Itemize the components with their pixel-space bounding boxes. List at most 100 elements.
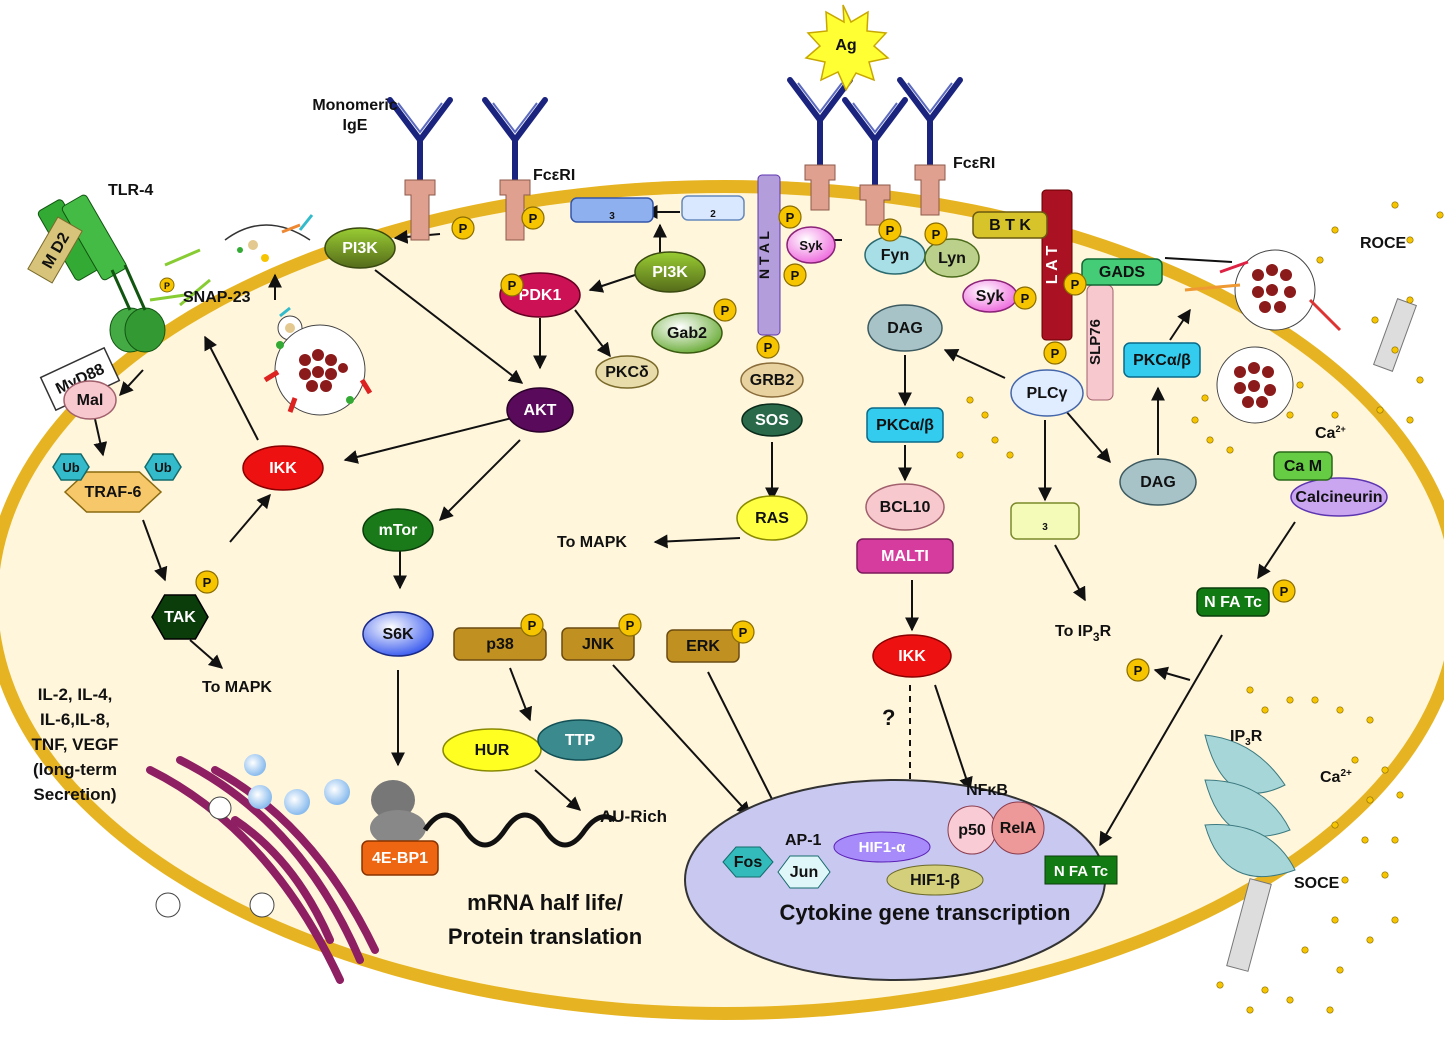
calcineurin: Calcineurin	[1290, 477, 1388, 517]
calcium-ion	[1286, 696, 1294, 704]
translation-line-1: mRNA half life/	[467, 890, 623, 915]
to-ip3r-label: To IP3R	[1055, 623, 1112, 644]
btk: B T K	[972, 211, 1048, 239]
to-mapk-left: To MAPK	[202, 679, 272, 696]
cytokine-line-1: IL-2, IL-4,	[38, 685, 113, 704]
cytokine-caption: IL-2, IL-4, IL-6,IL-8, TNF, VEGF (long-t…	[32, 685, 119, 804]
dag-top: DAG	[867, 304, 943, 352]
unknown-link-mark: ?	[882, 705, 895, 730]
phospho-2: P	[521, 206, 545, 230]
phospho-label: P	[459, 221, 468, 236]
traf6-label: TRAF-6	[85, 484, 142, 501]
calcium-ion	[1371, 316, 1379, 324]
phospho-15: P	[618, 613, 642, 637]
antigen-label: Ag	[835, 37, 856, 54]
phospho-label: P	[786, 210, 795, 225]
cytokine-line-4: (long-term	[33, 760, 117, 779]
signaling-nodes: PI3KPI3KPDK1PKCδGab2AKTIKKmTorS6KGRB2SOS…	[39, 195, 1388, 876]
grb2: GRB2	[740, 362, 804, 398]
calcium-ion	[1351, 756, 1359, 764]
syk-lat: Syk	[962, 279, 1018, 313]
phospho-14: P	[520, 613, 544, 637]
phospho-label: P	[1051, 346, 1060, 361]
erk-label: ERK	[686, 638, 720, 655]
ip3r-label: IP3R	[1230, 728, 1263, 748]
ikk-center: IKK	[872, 634, 952, 678]
hif1b-label: HIF1-β	[910, 872, 960, 889]
calcium-ion	[1316, 256, 1324, 264]
mal-label: Mal	[77, 392, 104, 409]
calcium-ion	[1326, 1006, 1334, 1014]
mal: Mal	[63, 380, 117, 420]
pkc-ab-right: PKCα/β	[1123, 342, 1201, 378]
phospho-label: P	[739, 625, 748, 640]
ige-antibodies	[387, 77, 963, 188]
phospho-label: P	[791, 268, 800, 283]
traf6: TRAF-6	[63, 471, 163, 513]
dag-bottom: DAG	[1119, 458, 1197, 506]
ttp-label: TTP	[565, 732, 596, 749]
ca2-label-bottom: Ca2+	[1320, 768, 1352, 786]
calcium-ion	[1336, 966, 1344, 974]
mtor: mTor	[362, 508, 434, 552]
jnk-label: JNK	[582, 636, 614, 653]
calcium-ion	[1246, 686, 1254, 694]
calcium-ion	[1416, 376, 1424, 384]
tlr4-receptor: TLR-4	[37, 182, 166, 353]
calcium-ion	[1261, 706, 1269, 714]
insp3-label: 3	[1042, 522, 1048, 533]
slp76-bar: SLP76	[1086, 284, 1114, 401]
ntal-label: N T A L	[756, 231, 772, 279]
calcium-ion	[1331, 226, 1339, 234]
phospho-label: P	[626, 618, 635, 633]
fyn: Fyn	[864, 235, 926, 275]
granule-lower-right	[1216, 346, 1294, 424]
ub-left-label: Ub	[62, 460, 79, 475]
calcium-ion	[1381, 871, 1389, 879]
phospho-12: P	[500, 273, 524, 297]
phospho-label: P	[203, 575, 212, 590]
tak-label: TAK	[164, 609, 196, 626]
calcium-ion	[1366, 936, 1374, 944]
phospho-8: P	[1063, 272, 1087, 296]
roce-channel: ROCE	[1360, 235, 1418, 372]
calcium-ion	[1311, 696, 1319, 704]
p38: p38	[453, 627, 547, 661]
phospho-label: P	[1071, 277, 1080, 292]
phospho-label: P	[1134, 663, 1143, 678]
calcium-ion	[1376, 406, 1384, 414]
jun-label: Jun	[790, 864, 818, 881]
p38-label: p38	[486, 636, 514, 653]
phospho-13: P	[195, 570, 219, 594]
bcl10-label: BCL10	[880, 499, 931, 516]
pkc-delta-label: PKCδ	[605, 364, 649, 381]
nucleus: Cytokine gene transcription AP-1 Fos Jun…	[684, 779, 1118, 981]
ub-left: Ub	[52, 453, 90, 481]
p50-label: p50	[958, 822, 986, 839]
ige-antibodies-inner	[397, 82, 953, 134]
snap23-phospho: P	[164, 281, 170, 291]
akt: AKT	[506, 387, 574, 433]
calcium-ion	[1366, 716, 1374, 724]
calcium-ion	[1331, 821, 1339, 829]
ub-right: Ub	[144, 453, 182, 481]
ikk-left: IKK	[242, 445, 324, 491]
ribosome	[370, 780, 617, 848]
fceri-label-right: FcεRI	[953, 155, 995, 172]
calcium-ion	[1226, 446, 1234, 454]
calcium-ion	[1216, 981, 1224, 989]
eif-4ebp1: 4E-BP1	[361, 840, 439, 876]
tak: TAK	[151, 594, 209, 640]
au-rich-label: AU-Rich	[600, 807, 667, 826]
calcium-ion	[1391, 916, 1399, 924]
pi3k-left: PI3K	[324, 227, 396, 269]
phospho-17: P	[1272, 579, 1296, 603]
ras: RAS	[736, 495, 808, 541]
nfkb-label: NFκB	[966, 782, 1008, 799]
golgi-er	[146, 756, 379, 984]
mtor-label: mTor	[379, 522, 418, 539]
nfatc-nucleus-label: N FA Tc	[1054, 863, 1108, 880]
nucleus-title: Cytokine gene transcription	[780, 900, 1071, 925]
slp76-label: SLP76	[1087, 319, 1104, 365]
